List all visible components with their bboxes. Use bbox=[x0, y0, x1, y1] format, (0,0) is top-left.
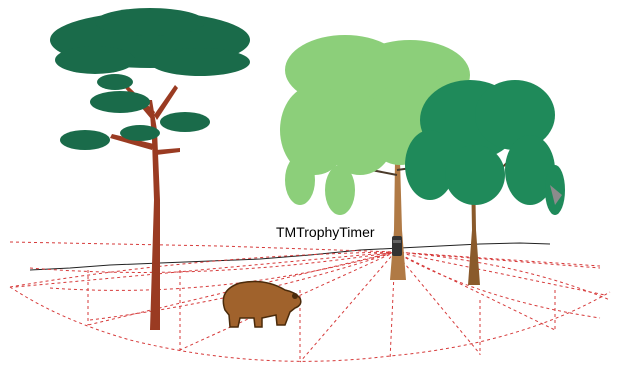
pine-trunk bbox=[149, 100, 160, 330]
willow-tree-icon bbox=[280, 35, 475, 280]
camera-tree-trunk bbox=[390, 90, 406, 280]
device-label: TMTrophyTimer bbox=[276, 224, 375, 240]
deciduous-tree-icon bbox=[405, 80, 565, 285]
trail-camera-icon bbox=[392, 236, 402, 256]
pine-tree-icon bbox=[50, 8, 250, 330]
detection-zone-grid bbox=[9, 241, 611, 363]
bear-icon bbox=[222, 280, 302, 328]
